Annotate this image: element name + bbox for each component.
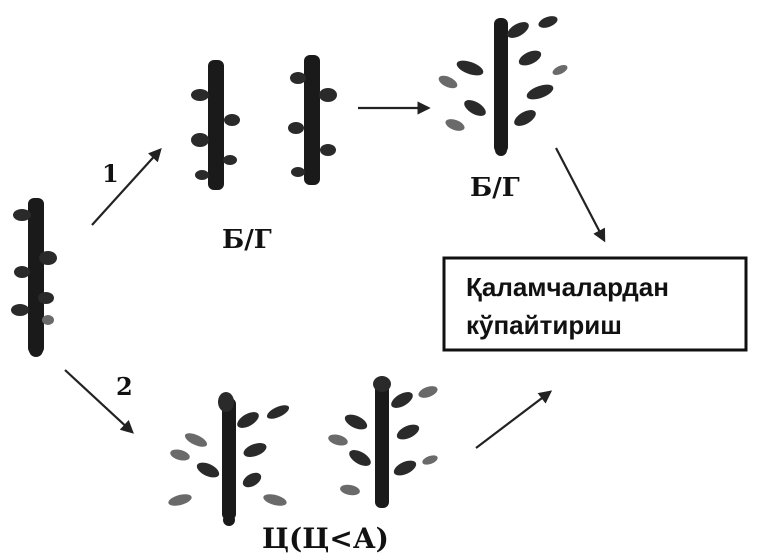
arrow-path-2 xyxy=(64,369,134,434)
mother-cutting xyxy=(11,198,57,357)
arrow-path-1 xyxy=(91,148,162,226)
arrow-bottom-to-result-box xyxy=(475,390,553,449)
leafy-plant-bottom-left xyxy=(168,392,290,526)
result-box-line-1: Қаламчалардан xyxy=(466,272,669,302)
path-2-number: 2 xyxy=(116,372,133,401)
top-right-label: Б/Г xyxy=(470,173,520,203)
result-box-line-2: кўпайтириш xyxy=(466,310,622,340)
cutting-pair-right xyxy=(288,55,337,185)
arrow-to-result-box xyxy=(555,147,606,243)
cutting-pair-left xyxy=(191,60,240,190)
middle-pair-label: Б/Г xyxy=(222,225,272,255)
path-1-number: 1 xyxy=(102,159,119,188)
rooted-cutting-top xyxy=(438,16,568,156)
result-box: Қаламчалардан кўпайтириш xyxy=(442,256,748,352)
bottom-label: Ц(Ц<А) xyxy=(262,522,389,553)
leafy-plant-bottom-right xyxy=(328,376,438,508)
